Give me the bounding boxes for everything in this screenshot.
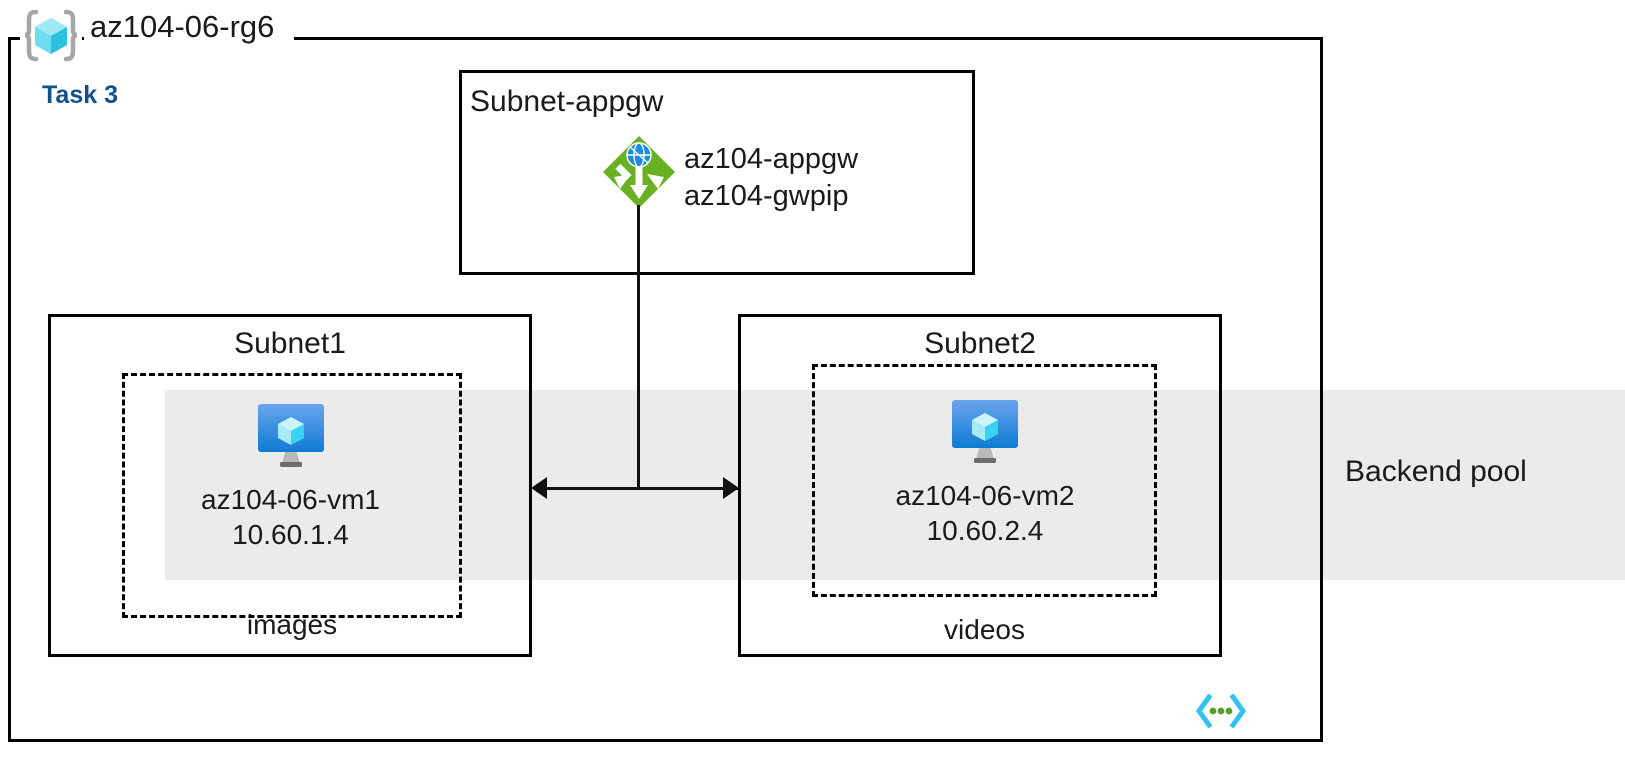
appgw-name: az104-appgw: [684, 143, 859, 175]
backend-pool-label: Backend pool: [1345, 455, 1527, 488]
gwpip-name: az104-gwpip: [684, 179, 849, 212]
subnet-appgw-title: Subnet-appgw: [470, 85, 664, 118]
subnet-connector-horizontal: [540, 487, 738, 490]
subnet1-title: Subnet1: [234, 327, 346, 360]
application-gateway-icon: [600, 133, 678, 211]
resource-group-title-gap: [84, 30, 294, 46]
vm1-ip: 10.60.1.4: [232, 519, 349, 550]
backend-pool-band: [165, 390, 1625, 580]
appgw-connector-vertical: [637, 205, 640, 489]
resource-group-icon: [22, 8, 80, 64]
subnet1-zone-label: images: [246, 609, 338, 640]
vm1-block: az104-06-vm1 10.60.1.4: [163, 400, 418, 552]
subnet2-dashed-zone: [812, 364, 1157, 597]
task-label: Task 3: [42, 81, 118, 109]
resource-group-title: az104-06-rg6: [90, 9, 275, 44]
virtual-machine-icon: [253, 400, 329, 470]
resource-group-frame: [8, 37, 1323, 742]
application-gateway-labels: az104-appgw az104-gwpip: [684, 141, 858, 215]
arrow-head-right-icon: [723, 477, 739, 499]
subnet-appgw-box: [459, 70, 975, 275]
vm1-name: az104-06-vm1: [201, 484, 380, 515]
subnet1-dashed-zone: [122, 373, 462, 618]
arrow-head-left-icon: [531, 477, 547, 499]
subnet2-box: [738, 314, 1222, 657]
code-template-icon: [1195, 693, 1247, 729]
subnet1-box: [48, 314, 532, 657]
subnet2-zone-label: videos: [944, 614, 1025, 645]
vm2-name: az104-06-vm2: [895, 480, 1075, 511]
vm2-block: az104-06-vm2 10.60.2.4: [860, 396, 1110, 548]
virtual-machine-icon: [947, 396, 1023, 466]
vm2-ip: 10.60.2.4: [926, 515, 1044, 546]
subnet2-title: Subnet2: [924, 327, 1036, 360]
